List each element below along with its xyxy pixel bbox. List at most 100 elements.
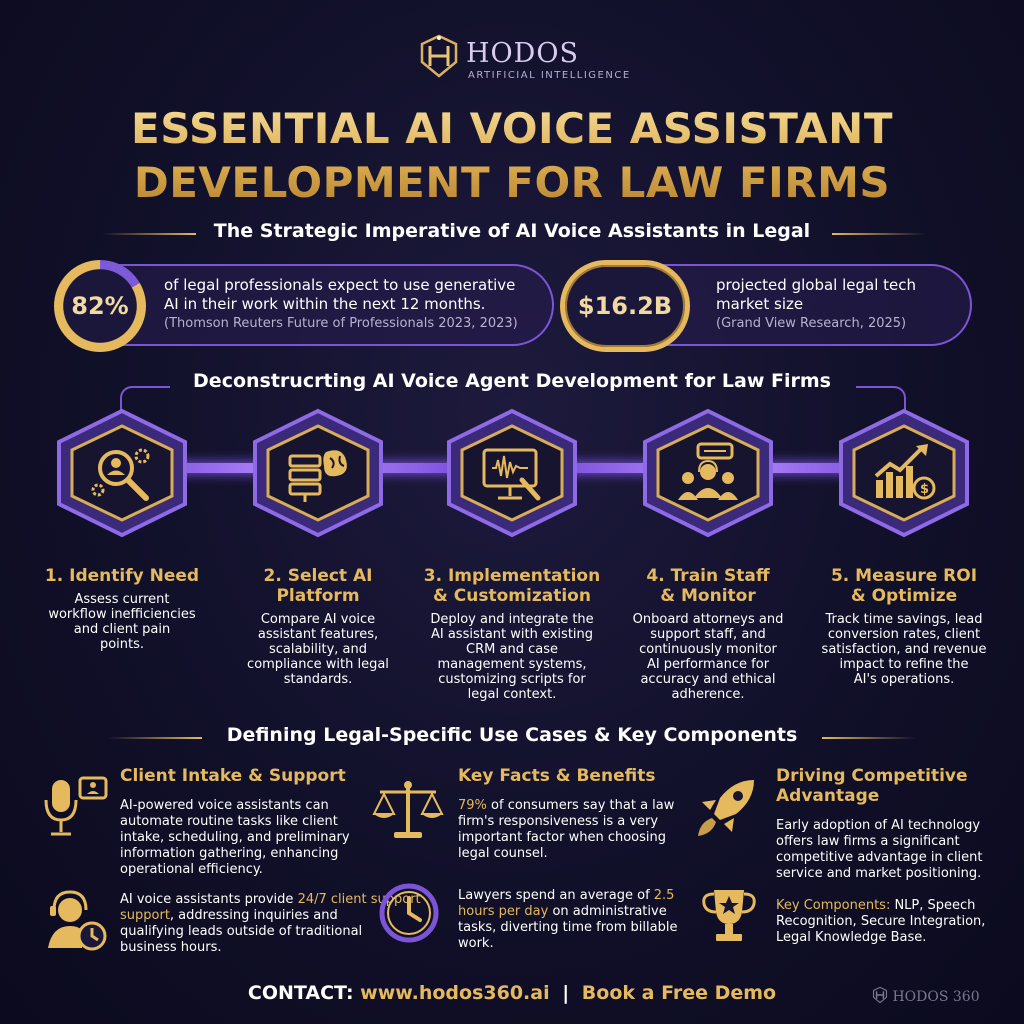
text-line: firm's responsiveness is a very <box>458 814 659 829</box>
step-desc-line: Onboard attorneys and <box>632 612 784 627</box>
step-title-line: 4. Train Staff <box>646 566 770 586</box>
step-desc-line: Track time savings, lead <box>825 612 983 627</box>
heading-rule-left <box>108 737 202 739</box>
text-line: qualifying leads outside of traditional <box>120 924 363 939</box>
text-line: business hours. <box>120 940 222 955</box>
column-title-advantage: Driving Competitive Advantage <box>776 766 968 806</box>
step-description-3: Deploy and integrate the AI assistant wi… <box>417 612 607 702</box>
section-title: Deconstrucrting AI Voice Agent Developme… <box>193 370 831 392</box>
text-segment: on administrative <box>548 904 667 919</box>
clock-icon <box>379 883 439 943</box>
column-title-facts: Key Facts & Benefits <box>458 766 656 786</box>
svg-text:$: $ <box>920 482 929 497</box>
text-line: tasks, diverting time from billable <box>458 920 678 935</box>
stat-line: AI in their work within the next 12 mont… <box>164 295 486 313</box>
stat-card-market: $16.2B projected global legal tech marke… <box>560 260 972 352</box>
step-desc-line: impact to refine the <box>839 657 969 672</box>
step-title-line: 1. Identify Need <box>44 566 200 586</box>
step-desc-line: assistant features, <box>257 627 379 642</box>
step-hexagon-1 <box>52 408 192 538</box>
step-title-line: & Optimize <box>850 586 958 606</box>
heading-rule-right <box>832 233 926 235</box>
text-line: important factor when choosing <box>458 830 666 845</box>
title-line-1: ESSENTIAL AI VOICE ASSISTANT <box>131 104 893 153</box>
section-heading-imperative: The Strategic Imperative of AI Voice Ass… <box>0 220 1024 248</box>
connector-bracket-right <box>856 386 906 420</box>
step-description-2: Compare AI voice assistant features, sca… <box>223 612 413 687</box>
column-title-line: Advantage <box>776 786 880 806</box>
text-line: Recognition, Secure Integration, <box>776 914 986 929</box>
text-line: Key Components: NLP, Speech <box>776 898 985 914</box>
step-description-1: Assess current workflow inefficiencies a… <box>27 592 217 652</box>
text-line: work. <box>458 936 494 951</box>
footer-separator: | <box>562 982 570 1004</box>
heading-rule-left <box>102 233 196 235</box>
scales-of-justice-icon <box>372 781 444 838</box>
text-line: 79% of consumers say that a law <box>458 798 674 814</box>
highlight-text: support <box>120 908 170 923</box>
highlight-text: 2.5 <box>653 888 675 903</box>
magnifier-person-gears-icon <box>91 448 150 501</box>
column-text-facts-time: Lawyers spend an average of 2.5 hours pe… <box>458 888 677 952</box>
step-desc-line: CRM and case <box>466 642 558 657</box>
text-segment: NLP, Speech <box>890 898 976 913</box>
text-line: AI-powered voice assistants can <box>120 798 329 813</box>
column-text-components: Key Components: NLP, Speech Recognition,… <box>776 898 985 946</box>
text-line: hours per day on administrative <box>458 904 677 920</box>
step-title-line: Platform <box>276 586 360 606</box>
step-description-5: Track time savings, lead conversion rate… <box>809 612 999 687</box>
text-line: offers law firms a significant <box>776 834 960 849</box>
step-hexagon-5: $ <box>834 408 974 538</box>
step-desc-line: AI performance for <box>646 657 770 672</box>
column-text-advantage: Early adoption of AI technology offers l… <box>776 818 983 882</box>
watermark: HODOS 360 <box>872 986 980 1005</box>
text-line: intake, scheduling, and preliminary <box>120 830 350 845</box>
book-demo-link[interactable]: Book a Free Demo <box>581 982 777 1004</box>
watermark-text: HODOS 360 <box>892 989 980 1005</box>
text-line: support, addressing inquiries and <box>120 908 421 924</box>
stat-ring: 82% <box>54 260 146 352</box>
stat-line: projected global legal tech <box>716 276 917 294</box>
step-desc-line: scalability, and <box>268 642 368 657</box>
step-desc-line: support staff, and <box>650 627 766 642</box>
stat-source: (Grand View Research, 2025) <box>716 316 907 331</box>
step-title-5: 5. Measure ROI & Optimize <box>804 566 1004 606</box>
step-desc-line: and client pain <box>73 622 171 637</box>
step-desc-line: continuously monitor <box>639 642 777 657</box>
highlight-text: Key Components: <box>776 898 891 913</box>
step-title-3: 3. Implementation & Customization <box>412 566 612 606</box>
step-desc-line: Deploy and integrate the <box>430 612 594 627</box>
stat-line: of legal professionals expect to use gen… <box>164 276 516 294</box>
step-title-line: 5. Measure ROI <box>830 566 978 586</box>
stat-value: $16.2B <box>577 292 673 320</box>
step-hexagon-3 <box>442 408 582 538</box>
step-title-line: & Customization <box>433 586 591 606</box>
step-desc-line: accuracy and ethical <box>640 672 776 687</box>
text-segment: , addressing inquiries and <box>169 908 338 923</box>
highlight-text: 79% <box>458 798 487 813</box>
step-desc-line: legal context. <box>467 687 557 702</box>
step-desc-line: standards. <box>283 672 353 687</box>
server-brain-icon <box>288 450 347 502</box>
website-link[interactable]: www.hodos360.ai <box>360 982 550 1004</box>
step-title-4: 4. Train Staff & Monitor <box>608 566 808 606</box>
page-title: ESSENTIAL AI VOICE ASSISTANT DEVELOPMENT… <box>0 102 1024 210</box>
rocket-icon <box>698 780 754 836</box>
text-line: Early adoption of AI technology <box>776 818 981 833</box>
stat-text: projected global legal tech market size … <box>716 276 916 333</box>
text-line: Lawyers spend an average of 2.5 <box>458 888 677 904</box>
text-line: service and market positioning. <box>776 866 982 881</box>
title-line-2: DEVELOPMENT FOR LAW FIRMS <box>133 158 891 207</box>
step-title-line: 3. Implementation <box>423 566 601 586</box>
step-desc-line: AI assistant with existing <box>430 627 594 642</box>
stat-source: (Thomson Reuters Future of Professionals… <box>164 316 518 331</box>
monitor-waveform-wrench-icon <box>482 448 541 501</box>
step-title-1: 1. Identify Need <box>22 566 222 586</box>
text-segment: AI voice assistants provide <box>120 892 298 907</box>
headset-clock-icon <box>48 890 107 951</box>
text-line: information gathering, enhancing <box>120 846 339 861</box>
stat-card-adoption: 82% of legal professionals expect to use… <box>54 260 554 352</box>
trophy-icon <box>702 890 756 941</box>
brand-name: HODOS <box>466 38 579 69</box>
column-text-intake: AI-powered voice assistants can automate… <box>120 798 350 878</box>
